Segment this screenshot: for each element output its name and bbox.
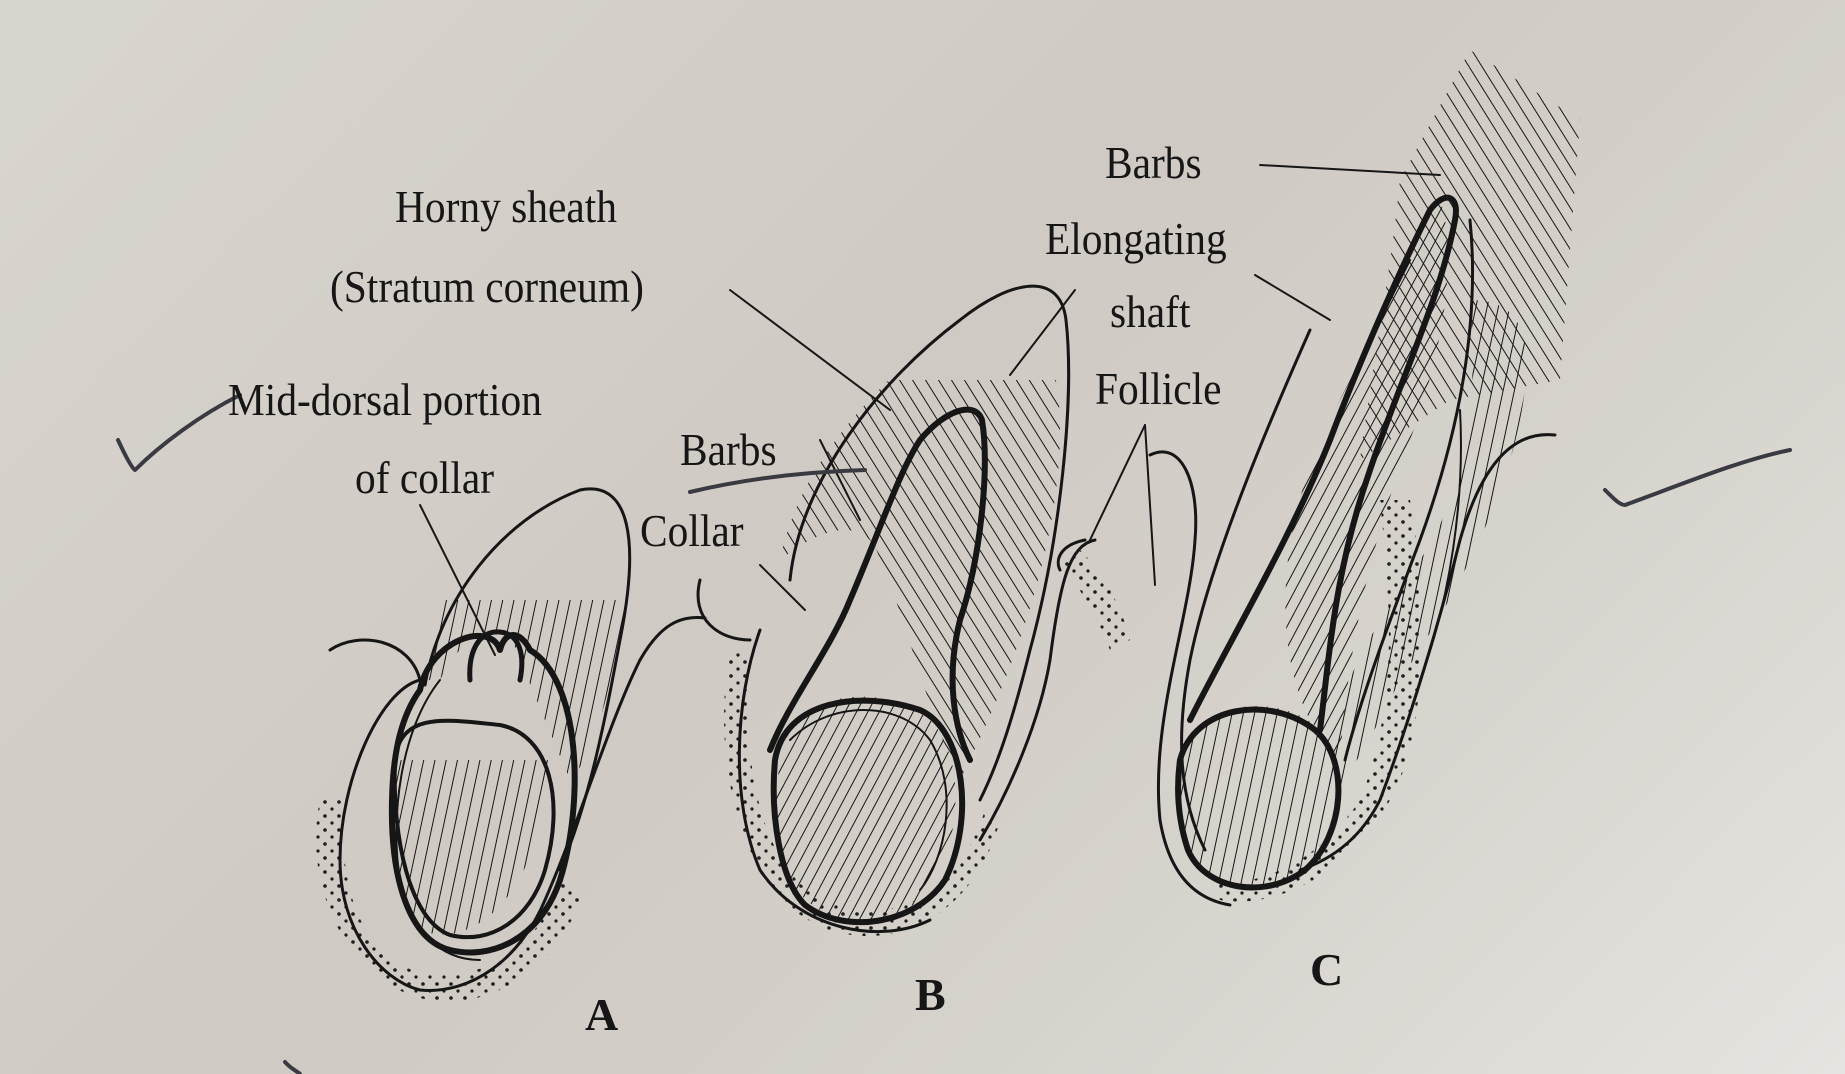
- b-epidermis-left: [698, 580, 750, 640]
- leader-elongating: [1255, 275, 1330, 320]
- label-mid-dorsal-line2: of collar: [355, 453, 494, 503]
- pen-mark-bottom: [285, 1062, 300, 1074]
- label-elongating-line1: Elongating: [1045, 214, 1227, 264]
- label-mid-dorsal-line1: Mid-dorsal portion: [228, 375, 542, 425]
- leader-follicle-1: [1090, 425, 1145, 540]
- label-horny-sheath-line2: (Stratum corneum): [330, 262, 644, 312]
- checkmark-left-icon: [118, 395, 240, 470]
- leader-follicle-2: [1145, 425, 1155, 585]
- panel-label-c: C: [1310, 945, 1343, 995]
- feather-stage-a: [316, 489, 705, 1001]
- panel-label-a: A: [585, 990, 618, 1040]
- panel-label-b: B: [915, 970, 946, 1020]
- leader-collar: [760, 565, 805, 610]
- leader-horny-sheath: [730, 290, 890, 410]
- label-barbs-c: Barbs: [1105, 138, 1202, 188]
- a-epidermis-right: [640, 617, 705, 660]
- label-barbs-b: Barbs: [680, 425, 777, 475]
- a-epidermis-left: [330, 640, 420, 680]
- checkmark-right-icon: [1605, 450, 1790, 505]
- label-horny-sheath-line1: Horny sheath: [395, 182, 617, 232]
- label-follicle: Follicle: [1095, 364, 1221, 414]
- c-stipple-left: [1060, 550, 1130, 650]
- label-collar: Collar: [640, 506, 743, 556]
- leader-elongating-b: [1010, 290, 1075, 375]
- label-elongating-line2: shaft: [1110, 287, 1190, 337]
- feather-stage-b: [698, 286, 1095, 940]
